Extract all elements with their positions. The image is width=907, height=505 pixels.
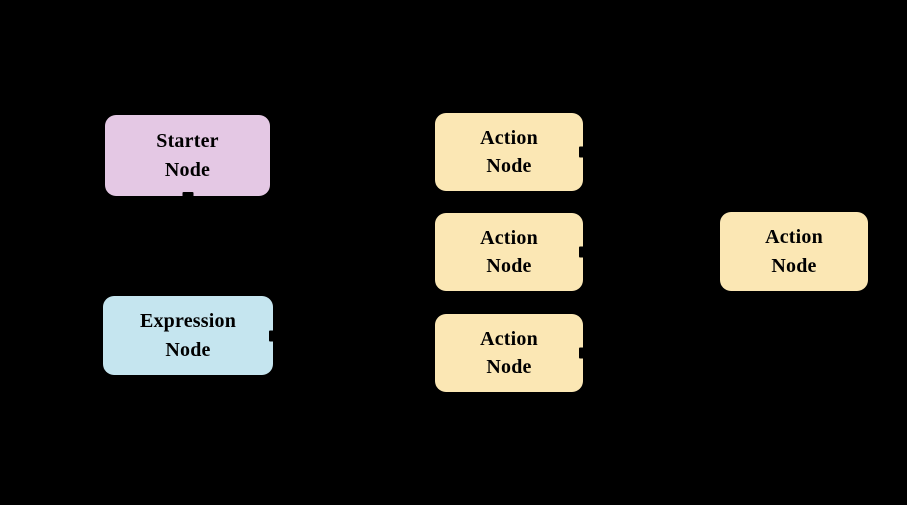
node-action-1[interactable]: Action Node [435,113,584,191]
output-port-icon[interactable] [579,146,584,158]
output-port-icon[interactable] [579,246,584,258]
node-label-line2: Node [486,155,532,177]
node-label-line2: Node [771,254,817,277]
node-label-line1: Action [480,327,538,350]
node-label-line1: Action [765,226,823,249]
output-port-icon[interactable] [579,347,584,359]
output-port-icon[interactable] [269,330,274,341]
node-label-line2: Node [486,356,532,378]
node-label-line2: Node [486,255,532,277]
node-label-line2: Node [164,158,211,181]
node-expression[interactable]: Expression Node [103,296,274,375]
node-label-line1: Expression [139,310,237,333]
node-label-line1: Action [480,126,538,149]
node-action-4[interactable]: Action Node [720,212,868,291]
node-label-line1: Starter [156,130,219,153]
node-starter[interactable]: Starter Node [105,115,270,197]
node-label-line2: Node [165,338,211,361]
node-action-3[interactable]: Action Node [435,314,584,392]
node-label-line1: Action [480,226,538,249]
node-action-2[interactable]: Action Node [435,213,584,291]
output-port-icon[interactable] [182,192,193,197]
